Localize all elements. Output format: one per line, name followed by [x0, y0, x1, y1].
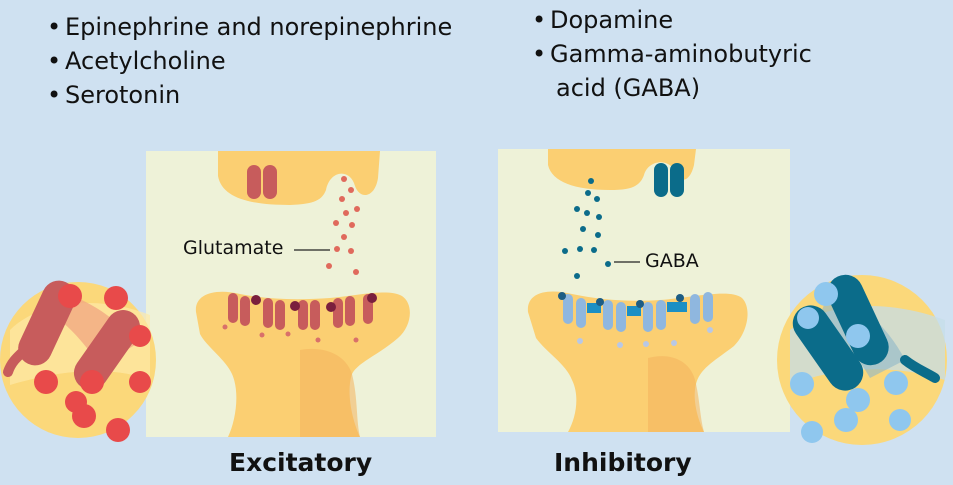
neurotransmitter-list-left: Epinephrine and norepinephrine Acetylcho… — [47, 10, 452, 112]
list-item: Gamma-aminobutyric — [532, 37, 812, 71]
excitatory-postsynaptic-shade — [300, 348, 360, 437]
excitatory-zoom-circle — [0, 280, 156, 442]
glutamate-label: Glutamate — [183, 237, 284, 259]
inhibitory-postsynaptic-receptors — [558, 292, 713, 348]
excitatory-label: Excitatory — [229, 448, 373, 477]
inhibitory-label: Inhibitory — [554, 448, 692, 477]
list-item: Epinephrine and norepinephrine — [47, 10, 452, 44]
inhibitory-postsynaptic-shade — [648, 356, 704, 432]
neurotransmitter-list-right: Dopamine Gamma-aminobutyric acid (GABA) — [532, 3, 812, 105]
inhibitory-zoom-circle — [777, 274, 947, 445]
excitatory-presynaptic-receptor — [247, 165, 277, 199]
gaba-molecules — [562, 178, 611, 279]
list-item: Serotonin — [47, 78, 452, 112]
list-item: acid (GABA) — [556, 74, 701, 102]
list-item: Acetylcholine — [47, 44, 452, 78]
gaba-label: GABA — [645, 250, 699, 272]
list-item: Dopamine — [532, 3, 812, 37]
inhibitory-presynaptic-receptor — [654, 163, 684, 197]
excitatory-postsynaptic-receptors — [222, 293, 377, 343]
inhibitory-presynaptic-terminal — [548, 149, 696, 190]
glutamate-molecules — [326, 176, 360, 275]
